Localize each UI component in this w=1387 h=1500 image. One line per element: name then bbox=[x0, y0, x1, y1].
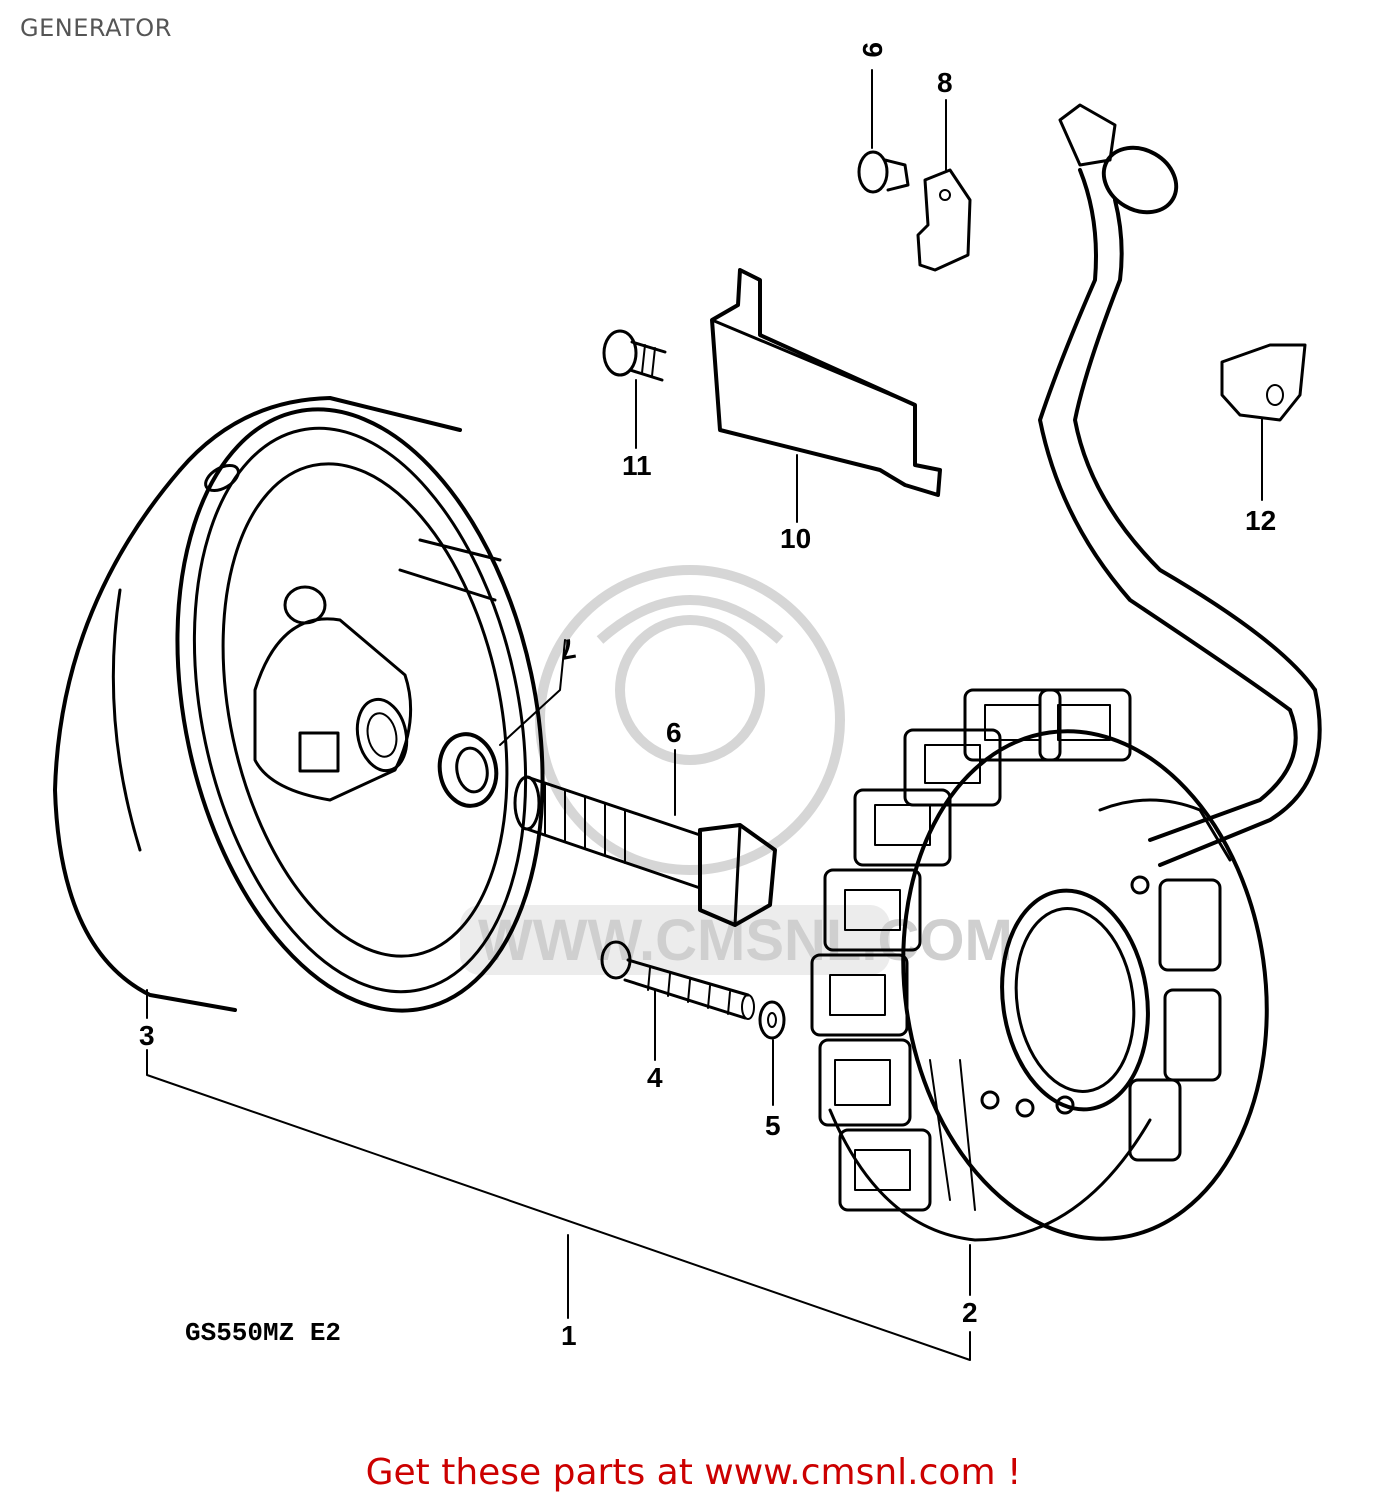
washer-part-5 bbox=[758, 1000, 786, 1040]
model-code: GS550MZ E2 bbox=[185, 1318, 341, 1348]
callout-8: 8 bbox=[937, 67, 953, 98]
screw-part-4 bbox=[600, 940, 755, 1020]
callout-1: 1 bbox=[561, 1320, 577, 1351]
flywheel-rotor bbox=[53, 396, 545, 1013]
grommet-part-12 bbox=[1220, 343, 1307, 422]
wire-harness bbox=[1038, 103, 1322, 867]
callout-2: 2 bbox=[962, 1297, 978, 1328]
screw-part-11 bbox=[602, 329, 667, 382]
callout-6: 6 bbox=[666, 717, 682, 748]
page-title: GENERATOR bbox=[20, 14, 172, 42]
clamp-plate-part-8 bbox=[916, 168, 972, 272]
screw-part-9 bbox=[857, 150, 910, 194]
callout-7: 7 bbox=[557, 633, 578, 666]
washer-part-7 bbox=[437, 639, 566, 808]
callout-10: 10 bbox=[780, 523, 811, 554]
callout-12: 12 bbox=[1245, 505, 1276, 536]
watermark-logo: WWW.CMSNL.COM bbox=[460, 565, 1013, 975]
callout-11: 11 bbox=[622, 450, 652, 481]
callout-5: 5 bbox=[765, 1110, 781, 1141]
callout-4: 4 bbox=[647, 1062, 663, 1093]
stator-part-2 bbox=[810, 688, 1269, 1242]
leader-lines bbox=[146, 69, 1263, 1361]
rotor-bolt-part-6 bbox=[513, 775, 777, 927]
footer-link[interactable]: Get these parts at www.cmsnl.com ! bbox=[365, 1452, 1022, 1493]
callout-3: 3 bbox=[139, 1020, 155, 1051]
stator-coils bbox=[810, 688, 1222, 1212]
callout-9: 9 bbox=[857, 42, 888, 58]
bracket-part-10 bbox=[710, 268, 942, 497]
